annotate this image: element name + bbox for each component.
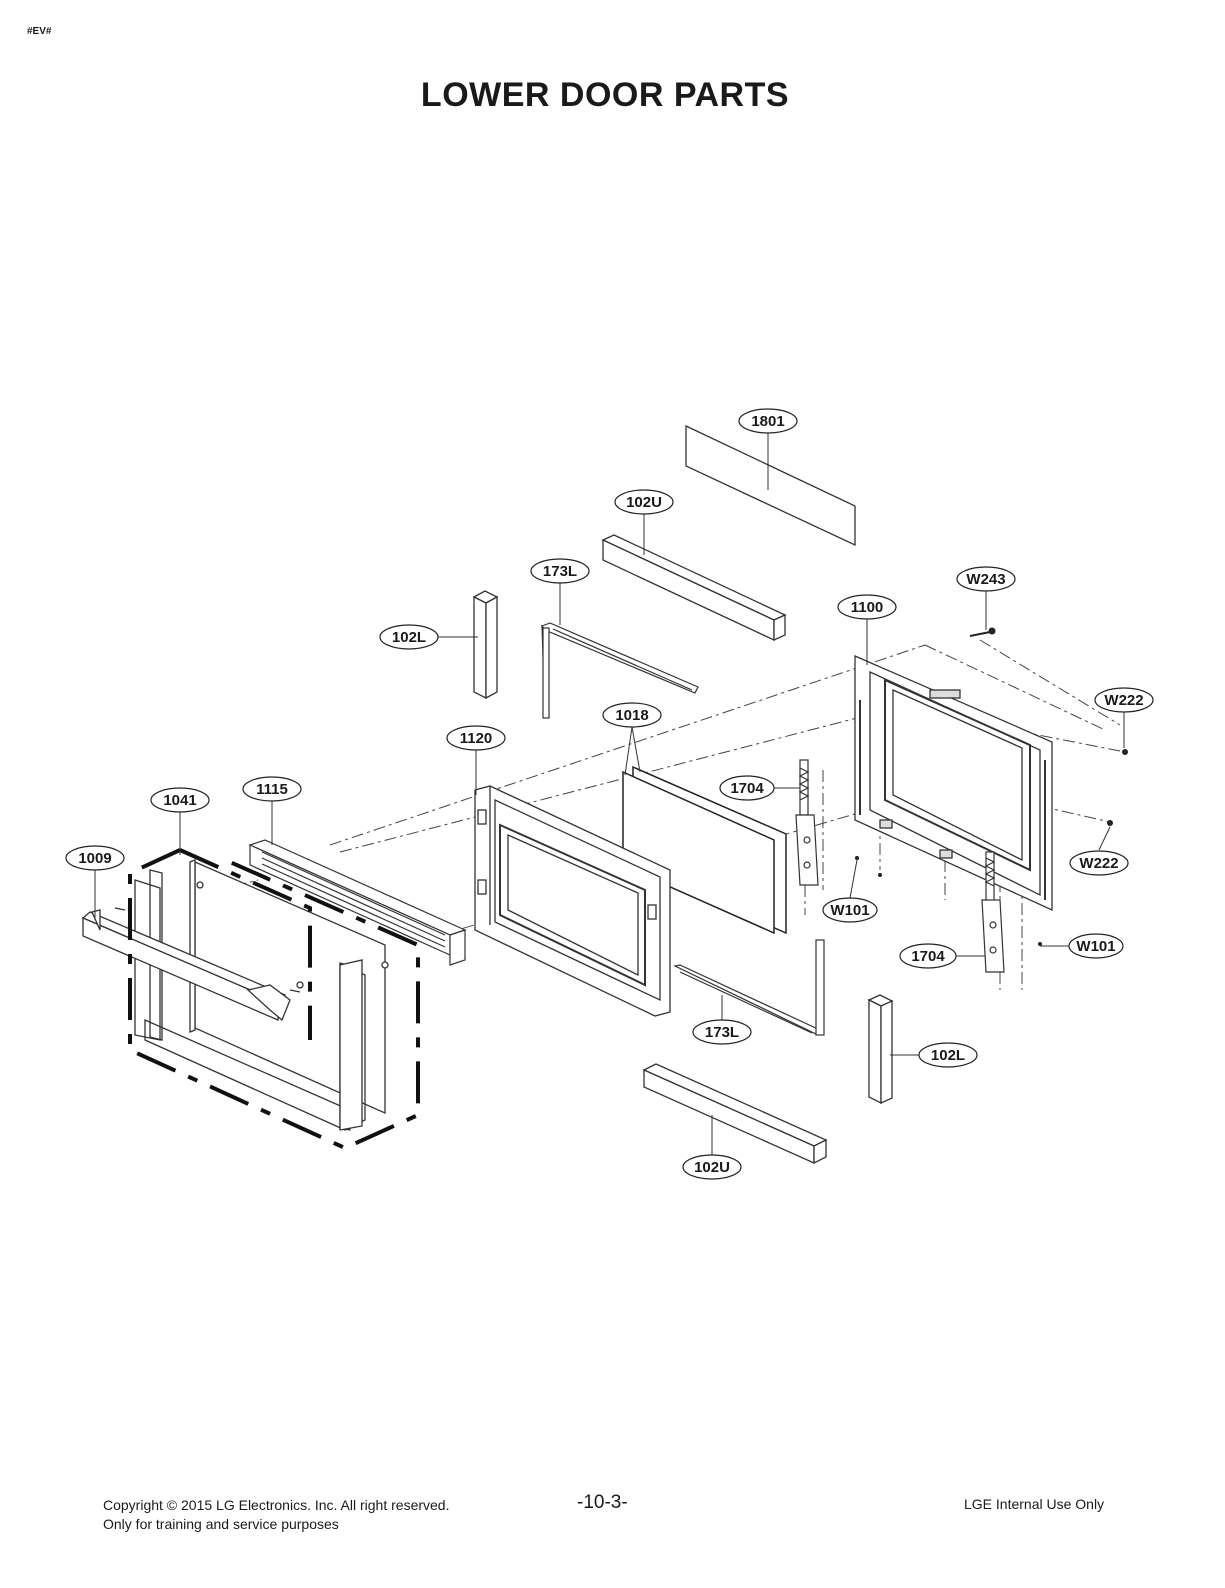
- part-102l-left-block: [472, 590, 499, 700]
- label-1801: 1801: [751, 413, 784, 430]
- callout-1041: 1041: [150, 787, 210, 813]
- part-102l-right-block: [867, 994, 894, 1105]
- part-173l-bottom-seal: [673, 939, 825, 1036]
- label-1018: 1018: [615, 707, 648, 724]
- page-number: -10-3-: [577, 1492, 628, 1513]
- callout-173l-bottom: 173L: [692, 1019, 752, 1045]
- callout-173l-top: 173L: [530, 558, 590, 584]
- label-1115: 1115: [256, 781, 288, 798]
- label-1704-left: 1704: [730, 780, 764, 797]
- part-w101-screws: [855, 856, 1042, 946]
- callout-1115: 1115: [242, 776, 302, 802]
- callout-102u-bottom: 102U: [682, 1154, 742, 1180]
- label-102l-right: 102L: [931, 1047, 965, 1064]
- callout-w101-right: W101: [1068, 933, 1124, 959]
- callout-102l-right: 102L: [918, 1042, 978, 1068]
- part-1018-glass-panes: [622, 765, 787, 935]
- label-1120: 1120: [460, 730, 493, 747]
- label-w222-bottom: W222: [1079, 855, 1118, 872]
- part-w222-screws: [1107, 749, 1128, 826]
- part-1009-door-handle: [81, 869, 366, 1131]
- callout-1100: 1100: [837, 594, 897, 620]
- callout-w222-bottom: W222: [1069, 850, 1129, 876]
- callout-1009: 1009: [65, 845, 125, 871]
- footer-copyright: Copyright © 2015 LG Electronics. Inc. Al…: [103, 1496, 449, 1534]
- label-173l-top: 173L: [543, 563, 577, 580]
- part-1801-panel: [685, 424, 856, 547]
- label-1100: 1100: [851, 599, 884, 616]
- callout-1120: 1120: [446, 725, 506, 751]
- internal-use-notice: LGE Internal Use Only: [964, 1496, 1105, 1512]
- part-102u-top-bar: [601, 534, 787, 642]
- callout-w243: W243: [956, 566, 1016, 592]
- callout-w222-top: W222: [1094, 687, 1154, 713]
- label-102l-left: 102L: [392, 629, 426, 646]
- part-102u-bottom-bar: [642, 1063, 828, 1165]
- part-1100-inner-door-frame: [854, 655, 1053, 912]
- label-w101-right: W101: [1076, 938, 1115, 955]
- label-w243: W243: [966, 571, 1005, 588]
- part-1704-hinge-right: [981, 851, 1005, 973]
- label-1009: 1009: [78, 850, 111, 867]
- part-1704-hinge-left: [795, 759, 819, 886]
- callout-1704-right: 1704: [899, 943, 957, 969]
- part-173l-top-seal: [541, 622, 699, 719]
- page-title: LOWER DOOR PARTS: [420, 76, 790, 114]
- label-1704-right: 1704: [911, 948, 945, 965]
- leader-lines: [94, 433, 1125, 1155]
- label-w222-top: W222: [1104, 692, 1143, 709]
- label-w101-left: W101: [830, 902, 869, 919]
- copyright-line: Copyright © 2015 LG Electronics. Inc. Al…: [103, 1497, 450, 1513]
- purpose-line: Only for training and service purposes: [103, 1516, 339, 1532]
- callout-1018: 1018: [602, 702, 662, 728]
- callout-102l-left: 102L: [379, 624, 439, 650]
- callout-w101-left: W101: [822, 897, 878, 923]
- label-102u-bottom: 102U: [694, 1159, 730, 1176]
- label-102u-top: 102U: [626, 494, 662, 511]
- part-w243-screw: [969, 627, 996, 637]
- part-1115-vent-trim: [248, 839, 467, 966]
- callout-1704-left: 1704: [719, 775, 775, 801]
- part-1120-door-frame: [474, 785, 671, 1017]
- callout-102u-top: 102U: [614, 489, 674, 515]
- label-173l-bottom: 173L: [705, 1024, 739, 1041]
- document-tag: #EV#: [27, 26, 52, 37]
- part-1041-assembly-outline: [128, 848, 420, 1151]
- callout-1801: 1801: [738, 408, 798, 434]
- label-1041: 1041: [163, 792, 196, 809]
